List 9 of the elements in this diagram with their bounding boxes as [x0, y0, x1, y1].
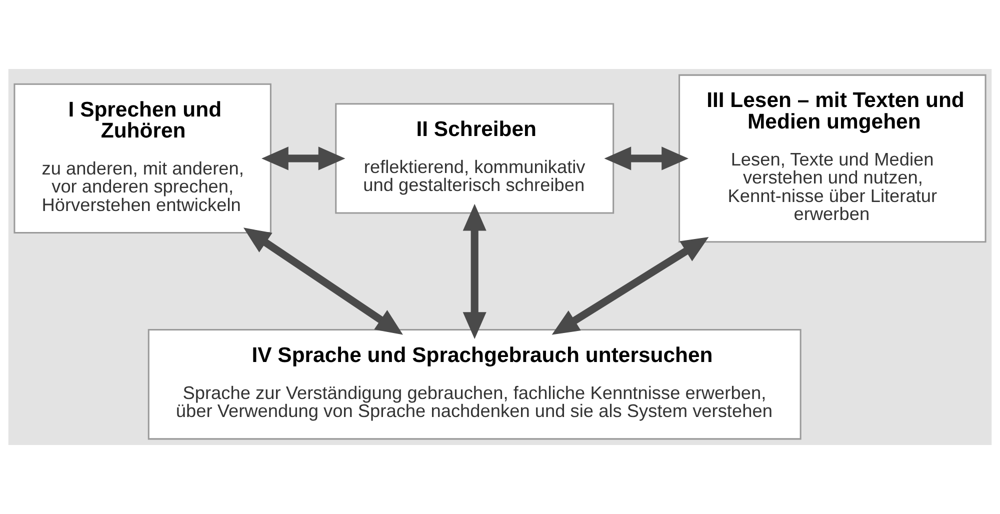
node-box: II Schreiben reflektierend, kommunikativ und gestalterisch schreiben	[335, 103, 614, 214]
arrow	[243, 228, 403, 335]
arrow	[262, 146, 346, 170]
arrow	[604, 146, 688, 170]
node-box: III Lesen – mit Texten und Medien umgehen Lesen, Texte und Medien verstehen und nutzen, Kennt-nisse über Literatur erwerben	[678, 74, 986, 243]
node-box: I Sprechen und Zuhören zu anderen, mit anderen, vor anderen sprechen, Hörverstehen entwickeln	[14, 83, 272, 234]
arrow	[552, 237, 709, 335]
arrow	[462, 204, 486, 339]
node-box: IV Sprache und Sprachgebrauch untersuchen Sprache zur Verständigung gebrauchen, fachliche Kenntnisse erwerben, über Verwendung von Sprache nachdenken und sie als System verstehen	[148, 329, 802, 440]
